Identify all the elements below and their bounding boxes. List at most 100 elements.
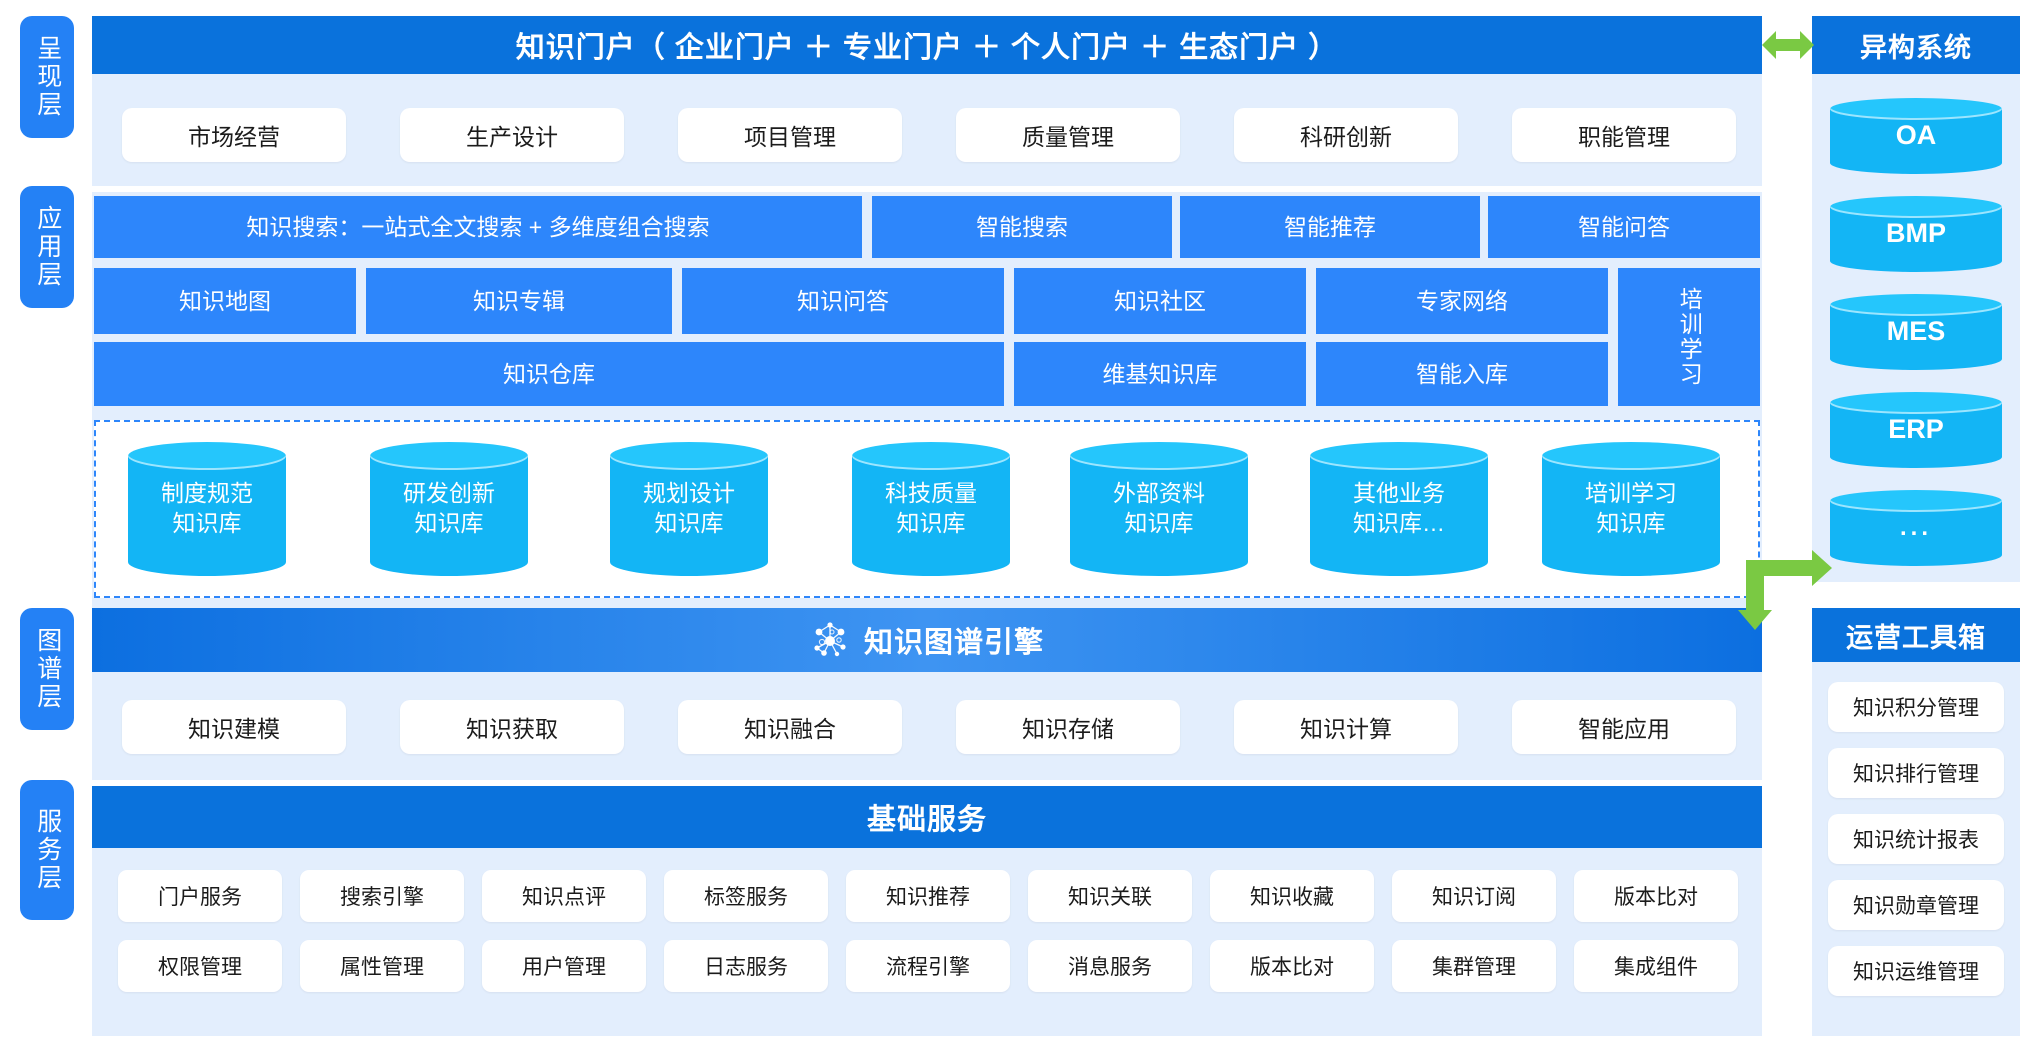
presentation-chip[interactable]: 质量管理 [956, 108, 1180, 162]
chip-label: 项目管理 [744, 124, 836, 150]
chip-label: 消息服务 [1068, 956, 1152, 979]
service-chip[interactable]: 知识收藏 [1210, 870, 1374, 922]
service-chip[interactable]: 版本比对 [1574, 870, 1738, 922]
knowledge-base-cylinder[interactable]: 规划设计 知识库 [610, 442, 768, 576]
chip-label: 流程引擎 [886, 956, 970, 979]
service-chip[interactable]: 搜索引擎 [300, 870, 464, 922]
graph-chip[interactable]: 知识建模 [122, 700, 346, 754]
graph-chip[interactable]: 知识存储 [956, 700, 1180, 754]
application-box[interactable]: 专家网络 [1316, 268, 1608, 334]
bidirectional-arrow-icon [1762, 26, 1814, 64]
graph-chip[interactable]: 知识获取 [400, 700, 624, 754]
chip-label: 知识统计报表 [1853, 829, 1979, 852]
heterogeneous-system-cylinder[interactable]: ERP [1830, 392, 2002, 468]
service-chip[interactable]: 知识推荐 [846, 870, 1010, 922]
heterogeneous-title: 异构系统 [1860, 32, 1972, 63]
cylinder-body [370, 456, 528, 562]
graph-chip[interactable]: 智能应用 [1512, 700, 1736, 754]
chip-label: 知识积分管理 [1853, 697, 1979, 720]
cylinder-top [1830, 490, 2002, 512]
cylinder-label: MES [1886, 316, 1946, 347]
layer-tab-service[interactable]: 服务层 [20, 780, 74, 920]
toolbox-item[interactable]: 知识运维管理 [1828, 946, 2004, 996]
cylinder-top [1830, 98, 2002, 120]
presentation-chip[interactable]: 项目管理 [678, 108, 902, 162]
box-label: 知识专辑 [473, 287, 565, 314]
chip-label: 智能应用 [1578, 716, 1670, 742]
chip-label: 质量管理 [1022, 124, 1114, 150]
cylinder-body [852, 456, 1010, 562]
application-box[interactable]: 知识社区 [1014, 268, 1306, 334]
heterogeneous-system-cylinder[interactable]: OA [1830, 98, 2002, 174]
presentation-chip[interactable]: 科研创新 [1234, 108, 1458, 162]
knowledge-base-cylinder[interactable]: 研发创新 知识库 [370, 442, 528, 576]
heterogeneous-system-cylinder[interactable]: BMP [1830, 196, 2002, 272]
service-chip[interactable]: 流程引擎 [846, 940, 1010, 992]
cylinder-body [610, 456, 768, 562]
service-chip[interactable]: 权限管理 [118, 940, 282, 992]
application-box[interactable]: 智能问答 [1488, 196, 1760, 258]
application-training-box[interactable]: 培训学习 [1618, 268, 1760, 406]
cylinder-label: 外部资料 知识库 [1113, 480, 1205, 536]
service-chip[interactable]: 集成组件 [1574, 940, 1738, 992]
presentation-header: 知识门户（ 企业门户 ＋ 专业门户 ＋ 个人门户 ＋ 生态门户 ） [92, 16, 1762, 74]
knowledge-base-cylinder[interactable]: 培训学习 知识库 [1542, 442, 1720, 576]
knowledge-base-cylinder[interactable]: 外部资料 知识库 [1070, 442, 1248, 576]
chip-label: 搜索引擎 [340, 886, 424, 909]
toolbox-item[interactable]: 知识积分管理 [1828, 682, 2004, 732]
application-box[interactable]: 知识仓库 [94, 342, 1004, 406]
service-chip[interactable]: 日志服务 [664, 940, 828, 992]
application-box[interactable]: 智能搜索 [872, 196, 1172, 258]
box-label: 知识搜索：一站式全文搜索 + 多维度组合搜索 [246, 213, 710, 240]
service-chip[interactable]: 门户服务 [118, 870, 282, 922]
box-label: 智能入库 [1416, 360, 1508, 387]
application-box[interactable]: 知识问答 [682, 268, 1004, 334]
toolbox-item[interactable]: 知识排行管理 [1828, 748, 2004, 798]
service-chip[interactable]: 用户管理 [482, 940, 646, 992]
service-chip[interactable]: 集群管理 [1392, 940, 1556, 992]
chip-label: 职能管理 [1578, 124, 1670, 150]
graph-chip[interactable]: 知识计算 [1234, 700, 1458, 754]
service-chip[interactable]: 知识订阅 [1392, 870, 1556, 922]
heterogeneous-system-cylinder[interactable]: MES [1830, 294, 2002, 370]
cylinder-body [1310, 456, 1488, 562]
service-chip[interactable]: 标签服务 [664, 870, 828, 922]
application-box[interactable]: 维基知识库 [1014, 342, 1306, 406]
application-box[interactable]: 智能推荐 [1180, 196, 1480, 258]
cylinder-label: ERP [1888, 414, 1944, 445]
application-box[interactable]: 智能入库 [1316, 342, 1608, 406]
presentation-chip[interactable]: 职能管理 [1512, 108, 1736, 162]
box-label: 知识问答 [797, 287, 889, 314]
layer-tab-label: 呈现层 [33, 35, 62, 119]
service-chip[interactable]: 知识关联 [1028, 870, 1192, 922]
knowledge-base-cylinder[interactable]: 制度规范 知识库 [128, 442, 286, 576]
knowledge-base-cylinder[interactable]: 科技质量 知识库 [852, 442, 1010, 576]
layer-tab-graph[interactable]: 图谱层 [20, 608, 74, 730]
service-chip[interactable]: 知识点评 [482, 870, 646, 922]
chip-label: 知识收藏 [1250, 886, 1334, 909]
toolbox-item[interactable]: 知识勋章管理 [1828, 880, 2004, 930]
cylinder-label: 科技质量 知识库 [885, 480, 977, 536]
presentation-chip[interactable]: 生产设计 [400, 108, 624, 162]
application-box[interactable]: 知识专辑 [366, 268, 672, 334]
chip-label: 知识存储 [1022, 716, 1114, 742]
graph-chip[interactable]: 知识融合 [678, 700, 902, 754]
knowledge-base-cylinder[interactable]: 其他业务 知识库… [1310, 442, 1488, 576]
heterogeneous-system-cylinder[interactable]: ... [1830, 490, 2002, 566]
layer-tab-application[interactable]: 应用层 [20, 186, 74, 308]
application-box[interactable]: 知识地图 [94, 268, 356, 334]
cylinder-label: BMP [1886, 218, 1946, 249]
service-chip[interactable]: 消息服务 [1028, 940, 1192, 992]
cylinder-top [1830, 196, 2002, 218]
presentation-chip[interactable]: 市场经营 [122, 108, 346, 162]
chip-label: 日志服务 [704, 956, 788, 979]
service-chip[interactable]: 版本比对 [1210, 940, 1374, 992]
layer-tab-presentation[interactable]: 呈现层 [20, 16, 74, 138]
chip-label: 知识建模 [188, 716, 280, 742]
chip-label: 知识勋章管理 [1853, 895, 1979, 918]
cylinder-top [1830, 294, 2002, 316]
toolbox-item[interactable]: 知识统计报表 [1828, 814, 2004, 864]
application-search-box[interactable]: 知识搜索：一站式全文搜索 + 多维度组合搜索 [94, 196, 862, 258]
service-chip[interactable]: 属性管理 [300, 940, 464, 992]
